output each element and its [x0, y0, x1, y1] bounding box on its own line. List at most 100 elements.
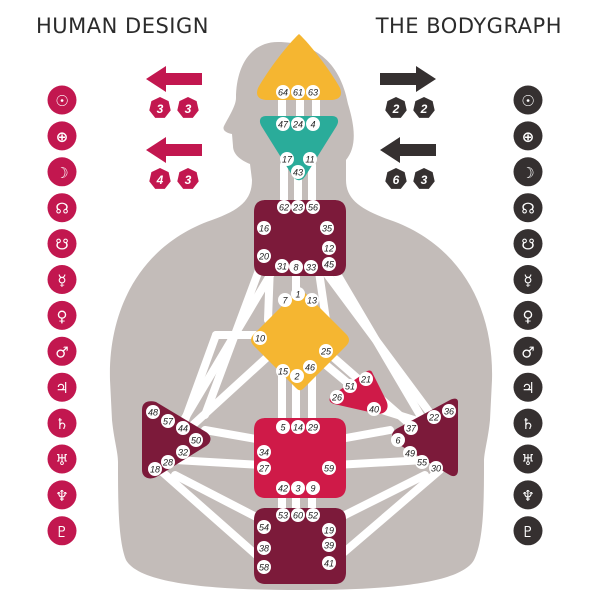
gate-circle [276, 508, 290, 522]
gate-circle [280, 152, 294, 166]
gate-marker: 4 [306, 117, 320, 131]
gate-circle [275, 259, 289, 273]
gate-marker: 24 [291, 117, 305, 131]
channel-line [331, 466, 444, 564]
design-jupiter-icon-glyph: ♃ [55, 379, 68, 397]
gate-number: 57 [163, 417, 174, 427]
design-bottom-badge-1-shape [149, 168, 171, 189]
gate-circle [306, 420, 320, 434]
design-south-node-icon-glyph: ☋ [55, 236, 68, 254]
gate-marker: 60 [291, 508, 305, 522]
gate-number: 47 [278, 120, 289, 130]
design-south-node-icon-disc [47, 229, 77, 259]
design-south-node-icon: ☋ [47, 229, 77, 259]
gate-number: 2 [293, 372, 299, 382]
gate-number: 25 [320, 347, 332, 357]
design-north-node-icon: ☊ [47, 193, 77, 223]
gate-circle [427, 410, 441, 424]
gate-marker: 2 [290, 369, 304, 383]
gate-circle [306, 508, 320, 522]
gate-number: 52 [308, 511, 318, 521]
gate-number: 22 [428, 413, 439, 423]
gate-number: 42 [278, 484, 288, 494]
center-head-shape [257, 34, 341, 100]
gate-number: 31 [277, 262, 287, 272]
gate-marker: 19 [322, 523, 336, 537]
gate-marker: 48 [146, 405, 160, 419]
personality-jupiter-icon-glyph: ♃ [521, 379, 534, 397]
gate-circle [305, 293, 319, 307]
personality-neptune-icon-glyph: ♆ [521, 487, 534, 505]
gate-number: 61 [293, 88, 303, 98]
personality-north-node-icon-glyph: ☊ [521, 200, 534, 218]
gate-marker: 27 [257, 461, 271, 475]
gate-number: 10 [255, 334, 265, 344]
design-bottom-badge-2-shape [177, 168, 199, 189]
personality-south-node-icon: ☋ [513, 229, 543, 259]
gate-circle [291, 117, 305, 131]
gate-marker: 47 [276, 117, 290, 131]
personality-venus-icon: ♀ [513, 300, 543, 330]
gate-circle [429, 461, 443, 475]
personality-mars-icon-disc [513, 336, 543, 366]
gate-circle [304, 260, 318, 274]
page-subtitle: THE BODYGRAPH [375, 14, 562, 38]
gate-marker: 5 [276, 420, 290, 434]
gate-marker: 49 [403, 446, 417, 460]
gate-circle [291, 85, 305, 99]
design-venus-icon-glyph: ♀ [57, 307, 68, 325]
gate-number: 60 [293, 511, 303, 521]
gate-number: 17 [282, 155, 293, 165]
gate-number: 38 [259, 544, 269, 554]
gate-circle [291, 165, 305, 179]
personality-bottom-badge-1-value: 6 [393, 173, 400, 187]
personality-mercury-icon-disc [513, 265, 543, 294]
personality-venus-icon-glyph: ♀ [523, 307, 534, 325]
personality-top-badge-2-shape [413, 97, 435, 118]
gate-circle [306, 481, 320, 495]
personality-planet-column: ☉⊕☽☊☋☿♀♂♃♄♅♆♇ [513, 85, 543, 546]
gate-circle [291, 200, 305, 214]
gate-number: 13 [307, 296, 317, 306]
design-bottom-badge-2-value: 3 [185, 173, 192, 187]
gate-marker: 35 [320, 221, 334, 235]
gate-circle [322, 523, 336, 537]
gate-marker: 28 [161, 455, 175, 469]
gate-number: 33 [306, 263, 316, 273]
gate-marker: 20 [257, 249, 271, 263]
design-sun-icon-glyph: ☉ [55, 92, 68, 110]
gate-circle [161, 414, 175, 428]
personality-sun-icon: ☉ [513, 85, 543, 115]
gate-marker: 45 [322, 257, 336, 271]
gate-circle [359, 372, 373, 386]
personality-venus-icon-disc [513, 300, 543, 330]
gate-circle [277, 200, 291, 214]
gate-marker: 64 [276, 85, 290, 99]
gate-circle [322, 556, 336, 570]
gate-number: 63 [308, 88, 318, 98]
personality-top-badge-1: 2 [385, 97, 407, 118]
center-g-center-shape [251, 288, 349, 391]
gate-marker: 52 [306, 508, 320, 522]
design-uranus-icon-glyph: ♅ [55, 451, 68, 469]
design-mars-icon-glyph: ♂ [55, 343, 68, 361]
gate-number: 59 [324, 464, 334, 474]
personality-uranus-icon-disc [513, 444, 543, 474]
design-neptune-icon: ♆ [47, 480, 77, 510]
gate-marker: 22 [427, 410, 441, 424]
center-spleen-shape [142, 401, 211, 479]
gate-marker: 46 [303, 360, 317, 374]
gate-number: 58 [259, 563, 269, 573]
design-saturn-icon-glyph: ♄ [55, 415, 68, 433]
gate-number: 41 [324, 559, 334, 569]
design-planet-column: ☉⊕☽☊☋☿♀♂♃♄♅♆♇ [47, 85, 77, 546]
gate-number: 12 [324, 244, 334, 254]
personality-top-badge-2-value: 2 [420, 102, 428, 116]
personality-bottom-badge-2-shape [413, 168, 435, 189]
personality-north-node-icon: ☊ [513, 193, 543, 223]
gate-circle [290, 369, 304, 383]
gate-marker: 58 [257, 560, 271, 574]
gate-marker: 1 [291, 287, 305, 301]
